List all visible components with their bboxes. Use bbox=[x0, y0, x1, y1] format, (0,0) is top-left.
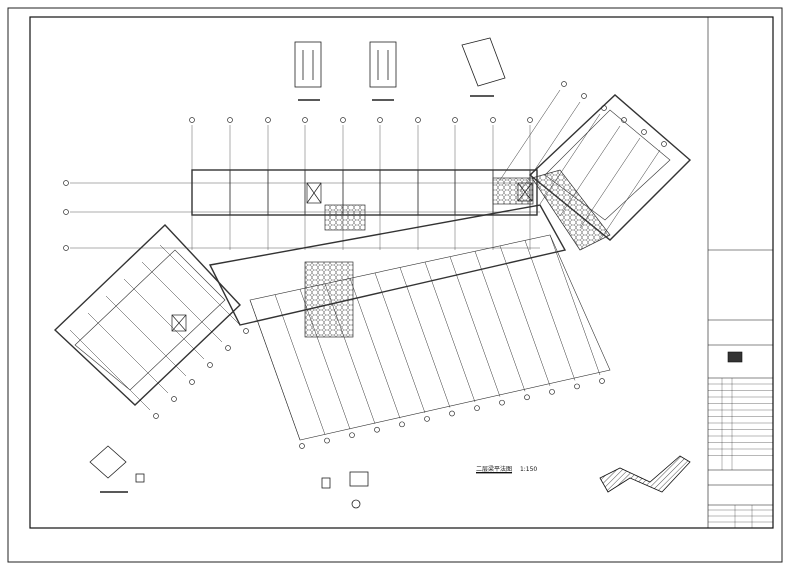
grid-bubble bbox=[63, 209, 69, 215]
grid-bubble bbox=[63, 180, 69, 186]
grid-line bbox=[449, 256, 501, 397]
grid-bubble bbox=[474, 405, 480, 411]
grid-bubble bbox=[299, 443, 305, 449]
grid-line bbox=[499, 89, 561, 181]
grid-bubble bbox=[424, 416, 430, 422]
grid-bubble bbox=[621, 117, 627, 123]
grid-bubble bbox=[227, 117, 233, 123]
grid-bubble bbox=[524, 394, 530, 401]
grid-line bbox=[559, 125, 621, 217]
grid-line bbox=[324, 283, 376, 424]
inner-border bbox=[29, 16, 774, 529]
grid-bubble bbox=[374, 426, 380, 433]
grid-line bbox=[87, 312, 169, 394]
right-wing-outline bbox=[528, 94, 692, 241]
grid-line bbox=[141, 261, 223, 343]
detail-sections-bottom bbox=[89, 445, 369, 509]
grid-line bbox=[123, 278, 205, 360]
grid-bubble bbox=[581, 93, 587, 99]
grid-line bbox=[579, 137, 641, 229]
grid-line bbox=[539, 113, 601, 205]
grid-line bbox=[374, 272, 426, 414]
plan-title-text: 二层梁平法图 bbox=[476, 466, 513, 473]
grid-bubble bbox=[527, 117, 533, 123]
grid-bubble bbox=[171, 396, 177, 402]
grid-bubble bbox=[225, 345, 231, 351]
grid-line bbox=[249, 299, 301, 441]
grid-bubble bbox=[302, 117, 308, 123]
grid-bubble bbox=[449, 410, 455, 417]
grid-bubble bbox=[324, 437, 330, 444]
plan-scale: 1:150 bbox=[519, 466, 538, 473]
grid-bubble bbox=[377, 117, 383, 123]
detail-sections-top bbox=[294, 37, 506, 101]
grid-bubble bbox=[349, 432, 355, 439]
grid-line bbox=[524, 240, 576, 381]
grid-bubble bbox=[490, 117, 496, 123]
grid-line bbox=[105, 295, 187, 377]
grid-line bbox=[424, 261, 476, 403]
grid-bubble bbox=[265, 117, 271, 123]
grid-bubble bbox=[243, 328, 249, 334]
company-logo bbox=[727, 351, 743, 363]
grid-bubble bbox=[415, 117, 421, 123]
grid-line bbox=[69, 329, 151, 411]
grid-bubble bbox=[499, 399, 505, 406]
grid-bubble bbox=[207, 362, 213, 368]
grid-line bbox=[349, 278, 401, 419]
grid-bubble bbox=[153, 413, 159, 419]
hatched-slab-center bbox=[304, 261, 354, 338]
grid-line bbox=[599, 149, 661, 241]
grid-bubble bbox=[574, 383, 580, 390]
grid-bubble bbox=[641, 129, 647, 135]
grid-bubble bbox=[189, 379, 195, 385]
hatched-slab-top bbox=[324, 204, 366, 231]
grid-bubble bbox=[661, 141, 667, 147]
hatched-slab-right bbox=[531, 169, 611, 251]
hatched-detail bbox=[599, 455, 691, 493]
grid-bubble bbox=[599, 378, 605, 384]
grid-bubble bbox=[601, 105, 607, 111]
title-block bbox=[707, 17, 773, 528]
grid-bubble bbox=[452, 117, 458, 123]
grid-line bbox=[274, 294, 326, 435]
left-wing-outline bbox=[53, 224, 241, 406]
grid-bubble bbox=[399, 421, 405, 428]
grid-bubble bbox=[561, 81, 567, 87]
outer-border bbox=[7, 7, 783, 563]
floor-plan bbox=[53, 81, 692, 449]
grid-bubble bbox=[549, 388, 555, 395]
grid-line bbox=[549, 234, 601, 376]
grid-line bbox=[499, 245, 551, 386]
grid-bubble bbox=[189, 117, 195, 123]
diagonal-wing-outline bbox=[208, 204, 567, 326]
grid-bubble bbox=[340, 117, 346, 123]
grid-line bbox=[474, 251, 526, 392]
grid-line bbox=[399, 267, 451, 408]
grid-line bbox=[299, 289, 351, 430]
plan-title: 二层梁平法图 1:150 bbox=[476, 464, 537, 473]
grid-line bbox=[159, 244, 241, 326]
left-wing-inner bbox=[74, 249, 226, 391]
stair-openings bbox=[171, 182, 533, 332]
lower-diagonal-wing bbox=[249, 234, 611, 441]
grid-bubble bbox=[63, 245, 69, 251]
